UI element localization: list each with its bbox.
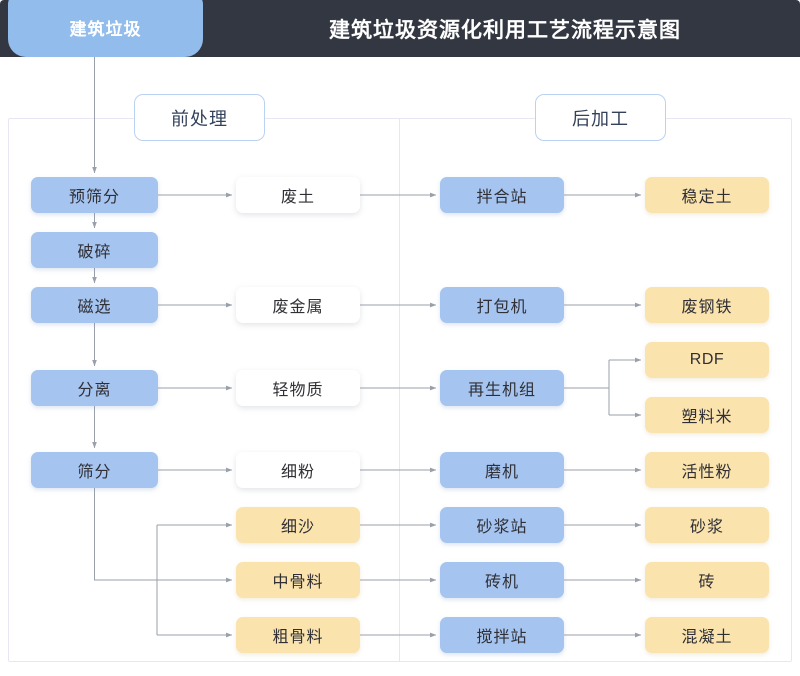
node-intermediate-0[interactable]: 废土	[236, 177, 360, 213]
node-process-4[interactable]: 筛分	[31, 452, 158, 488]
panel-divider	[399, 119, 400, 661]
node-process-3[interactable]: 分离	[31, 370, 158, 406]
node-process-0[interactable]: 预筛分	[31, 177, 158, 213]
node-product-0[interactable]: 稳定土	[645, 177, 769, 213]
node-machine-6[interactable]: 搅拌站	[440, 617, 564, 653]
stage-label-pretreatment[interactable]: 前处理	[134, 94, 265, 141]
node-machine-4[interactable]: 砂浆站	[440, 507, 564, 543]
page-title: 建筑垃圾资源化利用工艺流程示意图	[329, 18, 681, 42]
node-machine-1[interactable]: 打包机	[440, 287, 564, 323]
node-product-4[interactable]: 活性粉	[645, 452, 769, 488]
node-intermediate-6[interactable]: 粗骨料	[236, 617, 360, 653]
node-machine-2[interactable]: 再生机组	[440, 370, 564, 406]
node-intermediate-2[interactable]: 轻物质	[236, 370, 360, 406]
node-intermediate-1[interactable]: 废金属	[236, 287, 360, 323]
node-intermediate-4[interactable]: 细沙	[236, 507, 360, 543]
node-intermediate-5[interactable]: 中骨料	[236, 562, 360, 598]
node-process-2[interactable]: 磁选	[31, 287, 158, 323]
stage-label-postprocessing[interactable]: 后加工	[535, 94, 666, 141]
node-product-3[interactable]: 塑料米	[645, 397, 769, 433]
node-product-6[interactable]: 砖	[645, 562, 769, 598]
node-machine-0[interactable]: 拌合站	[440, 177, 564, 213]
node-product-5[interactable]: 砂浆	[645, 507, 769, 543]
diagram-panel	[8, 118, 792, 662]
node-intermediate-3[interactable]: 细粉	[236, 452, 360, 488]
node-machine-5[interactable]: 砖机	[440, 562, 564, 598]
node-product-1[interactable]: 废钢铁	[645, 287, 769, 323]
header-tab-construction-waste[interactable]: 建筑垃圾	[8, 0, 203, 57]
node-process-1[interactable]: 破碎	[31, 232, 158, 268]
node-machine-3[interactable]: 磨机	[440, 452, 564, 488]
node-product-2[interactable]: RDF	[645, 342, 769, 378]
node-product-7[interactable]: 混凝土	[645, 617, 769, 653]
